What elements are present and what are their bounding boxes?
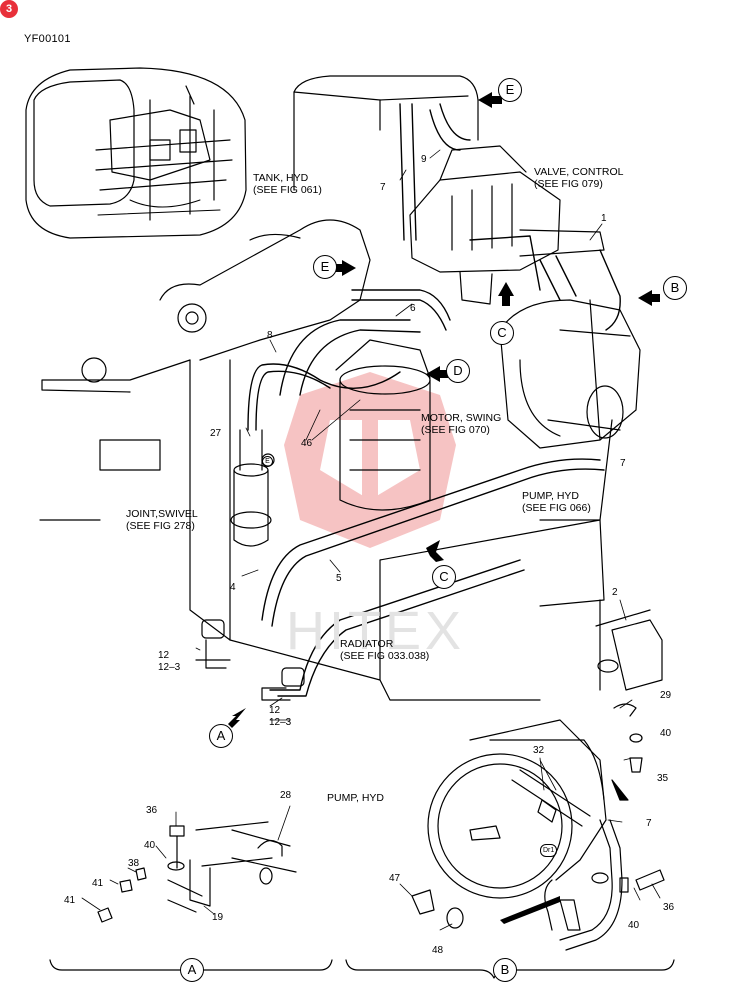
part-number-40-detail-b: 40 bbox=[628, 920, 640, 931]
part-number-48: 48 bbox=[432, 945, 444, 956]
main-frame bbox=[39, 219, 613, 701]
part-number-6: 6 bbox=[410, 303, 416, 314]
detail-brackets bbox=[49, 959, 675, 979]
label-motor-swing-ref: (SEE FIG 070) bbox=[421, 424, 490, 436]
direction-arrows bbox=[228, 92, 660, 924]
label-motor-swing-name: MOTOR, SWING bbox=[421, 412, 502, 424]
label-valve-control-ref: (SEE FIG 079) bbox=[534, 178, 603, 190]
main-pump-body bbox=[499, 299, 641, 449]
detail-b-drawing bbox=[411, 609, 665, 951]
watermark-text: HITEX bbox=[286, 601, 466, 661]
swivel-joint bbox=[230, 429, 275, 547]
part-number-8: 8 bbox=[267, 330, 273, 341]
part-number-4: 4 bbox=[230, 582, 236, 593]
part-number-12-right: 12 bbox=[269, 705, 281, 716]
swivel-tag: E bbox=[262, 456, 273, 467]
part-number-32: 32 bbox=[533, 745, 545, 756]
detail-a-label: A bbox=[180, 958, 204, 982]
callout-d: D bbox=[446, 359, 470, 383]
callout-a: A bbox=[209, 724, 233, 748]
part-number-41-lower: 41 bbox=[64, 895, 76, 906]
part-number-28: 28 bbox=[280, 790, 292, 801]
clamp-assembly-a bbox=[195, 619, 305, 701]
figure-code: YF00101 bbox=[24, 33, 71, 45]
part-number-38: 38 bbox=[128, 858, 140, 869]
part-number-35: 35 bbox=[657, 773, 669, 784]
part-number-40-detail-a: 40 bbox=[144, 840, 156, 851]
leader-lines bbox=[81, 149, 661, 931]
part-number-12-left: 12 bbox=[158, 650, 170, 661]
hydraulic-tank bbox=[293, 75, 479, 191]
callout-c-bottom: C bbox=[432, 565, 456, 589]
part-number-12-3-right: 12–3 bbox=[269, 717, 292, 728]
callout-e-left: E bbox=[313, 255, 337, 279]
part-number-1: 1 bbox=[601, 213, 607, 224]
label-pump-hyd-detail: PUMP, HYD bbox=[327, 792, 384, 804]
part-number-19: 19 bbox=[212, 912, 224, 923]
part-number-27: 27 bbox=[210, 428, 222, 439]
label-pump-hyd-name: PUMP, HYD bbox=[522, 490, 579, 502]
part-number-36-detail-a: 36 bbox=[146, 805, 158, 816]
callout-e-top: E bbox=[498, 78, 522, 102]
page-badge: 3 bbox=[0, 0, 18, 18]
machine-overview bbox=[25, 67, 247, 239]
part-number-7-pump: 7 bbox=[620, 458, 626, 469]
label-joint-swivel-name: JOINT,SWIVEL bbox=[126, 508, 198, 520]
callout-c-top: C bbox=[490, 321, 514, 345]
label-tank-hyd-name: TANK, HYD bbox=[253, 172, 309, 184]
part-number-46: 46 bbox=[301, 438, 313, 449]
part-number-36-detail-b: 36 bbox=[663, 902, 675, 913]
label-tank-hyd-ref: (SEE FIG 061) bbox=[253, 184, 322, 196]
part-number-12-3-left: 12–3 bbox=[158, 662, 181, 673]
part-number-5: 5 bbox=[336, 573, 342, 584]
label-valve-control-name: VALVE, CONTROL bbox=[534, 166, 624, 178]
part-number-7-top: 7 bbox=[380, 182, 386, 193]
part-number-41-upper: 41 bbox=[92, 878, 104, 889]
part-number-47: 47 bbox=[389, 873, 401, 884]
label-radiator-name: RADIATOR bbox=[340, 638, 394, 650]
part-number-40-right: 40 bbox=[660, 728, 672, 739]
detail-a-drawing bbox=[97, 821, 297, 923]
label-joint-swivel-ref: (SEE FIG 278) bbox=[126, 520, 195, 532]
part-number-2: 2 bbox=[612, 587, 618, 598]
control-valve-body bbox=[409, 145, 605, 305]
label-radiator-ref: (SEE FIG 033.038) bbox=[340, 650, 430, 662]
part-number-9: 9 bbox=[421, 154, 427, 165]
part-number-29: 29 bbox=[660, 690, 672, 701]
part-number-7-detail: 7 bbox=[646, 818, 652, 829]
pump-tag: Dr1 bbox=[540, 844, 558, 857]
label-pump-hyd-ref: (SEE FIG 066) bbox=[522, 502, 591, 514]
callout-b: B bbox=[663, 276, 687, 300]
detail-b-label: B bbox=[493, 958, 517, 982]
hose-lines bbox=[247, 103, 621, 697]
